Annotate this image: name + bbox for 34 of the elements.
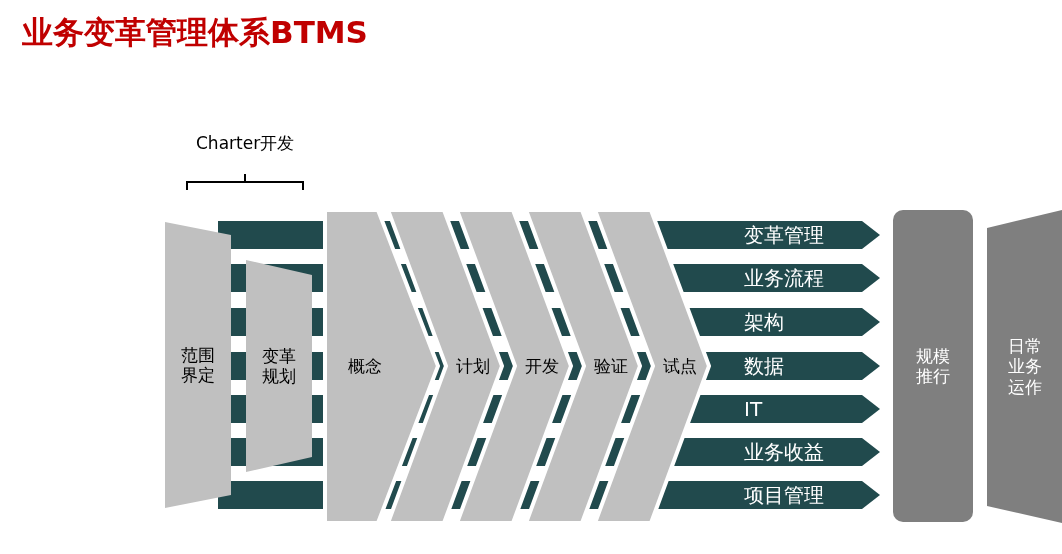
node-label: 日常业务运作 <box>1006 334 1043 399</box>
stream-arrow-bar <box>714 308 880 336</box>
stream-arrow-bar <box>714 481 880 509</box>
node-label: 概念 <box>347 355 383 379</box>
node-label: 规模推行 <box>915 344 951 388</box>
node-label: 变革管理 <box>744 222 825 249</box>
chevron-step <box>526 210 640 523</box>
node-label: 试点 <box>662 355 698 379</box>
stream-arrow-bar <box>714 395 880 423</box>
node-label: 业务收益 <box>744 439 825 466</box>
rollout-panel <box>893 210 973 522</box>
stream-arrow-bar <box>714 352 880 380</box>
phase-trapezoid <box>246 260 312 472</box>
node-label: 开发 <box>524 355 560 379</box>
chevron-step <box>325 210 438 523</box>
chevron-step <box>457 210 571 523</box>
chevron-step <box>595 210 709 523</box>
stream-arrow-bar <box>714 264 880 292</box>
node-label: 数据 <box>744 353 785 380</box>
operations-trapezoid <box>987 210 1062 523</box>
node-label: 变革规划 <box>261 344 297 388</box>
node-label: 范围界定 <box>180 343 216 387</box>
node-label: 计划 <box>455 355 491 379</box>
node-label: 验证 <box>593 355 629 379</box>
node-label: IT <box>744 396 764 423</box>
node-label: 项目管理 <box>744 482 825 509</box>
chevron-step <box>388 210 502 523</box>
node-label: 架构 <box>744 309 785 336</box>
stream-arrow-bar <box>714 221 880 249</box>
phase-trapezoid <box>165 222 231 508</box>
phase-group-label: Charter开发 <box>196 132 295 155</box>
stream-arrow-bar <box>714 438 880 466</box>
page-title: 业务变革管理体系BTMS <box>22 13 368 52</box>
node-label: 业务流程 <box>744 265 825 292</box>
